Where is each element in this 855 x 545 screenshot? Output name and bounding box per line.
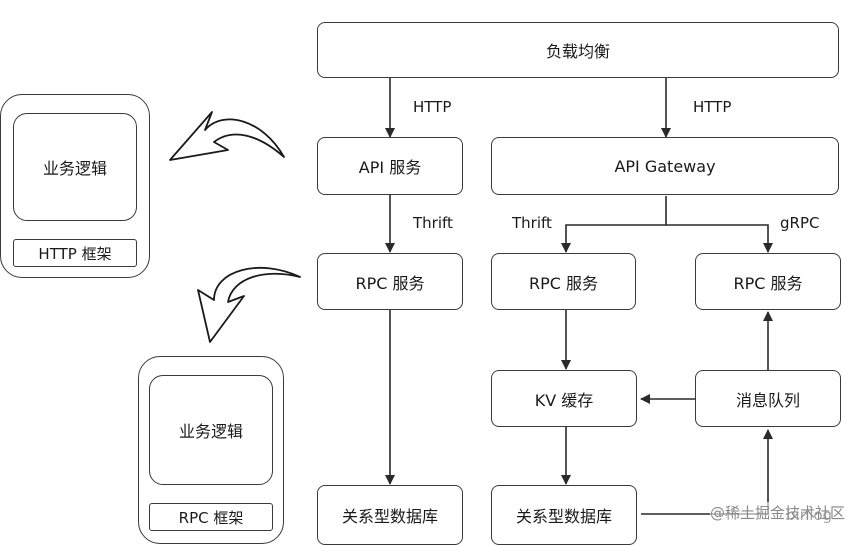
protocol-thrift-mid: Thrift bbox=[512, 214, 552, 232]
protocol-http-left: HTTP bbox=[413, 98, 452, 116]
rpc-service-mid-label: RPC 服务 bbox=[528, 273, 599, 293]
curved-arrow-top bbox=[169, 111, 285, 161]
rpc-framework-label: RPC 框架 bbox=[178, 508, 244, 527]
load-balancer-label: 负载均衡 bbox=[545, 42, 610, 61]
relational-db-left-label: 关系型数据库 bbox=[341, 507, 438, 526]
rpc-service-mid-box: RPC 服务 bbox=[491, 253, 636, 310]
rpc-service-right-label: RPC 服务 bbox=[733, 273, 803, 293]
protocol-thrift-left: Thrift bbox=[413, 214, 453, 232]
protocol-http-right: HTTP bbox=[693, 98, 732, 116]
api-service-box: API 服务 bbox=[317, 137, 463, 195]
kv-cache-box: KV 缓存 bbox=[491, 370, 637, 427]
http-framework-panel: 业务逻辑 HTTP 框架 bbox=[0, 94, 150, 278]
message-queue-box: 消息队列 bbox=[695, 370, 841, 427]
rpc-service-left-box: RPC 服务 bbox=[317, 253, 463, 310]
rpc-business-logic-box: 业务逻辑 bbox=[149, 375, 273, 485]
api-service-label: API 服务 bbox=[358, 158, 422, 177]
rpc-service-right-box: RPC 服务 bbox=[695, 253, 841, 310]
watermark: @稀土掘金技术社区 bbox=[709, 502, 845, 523]
relational-db-mid-box: 关系型数据库 bbox=[491, 485, 637, 545]
rpc-framework-box: RPC 框架 bbox=[149, 503, 273, 531]
http-business-logic-label: 业务逻辑 bbox=[42, 159, 107, 178]
relational-db-left-box: 关系型数据库 bbox=[317, 485, 463, 545]
kv-cache-label: KV 缓存 bbox=[534, 390, 594, 410]
api-gateway-label: API Gateway bbox=[614, 156, 716, 176]
rpc-business-logic-label: 业务逻辑 bbox=[178, 422, 243, 441]
message-queue-label: 消息队列 bbox=[735, 390, 800, 410]
rpc-framework-panel: 业务逻辑 RPC 框架 bbox=[138, 356, 284, 544]
curved-arrow-bottom bbox=[197, 266, 301, 343]
relational-db-mid-label: 关系型数据库 bbox=[515, 507, 612, 526]
http-framework-box: HTTP 框架 bbox=[13, 239, 137, 267]
http-business-logic-box: 业务逻辑 bbox=[13, 113, 137, 221]
protocol-grpc: gRPC bbox=[780, 214, 820, 232]
http-framework-label: HTTP 框架 bbox=[38, 244, 112, 263]
rpc-service-left-label: RPC 服务 bbox=[355, 273, 425, 293]
api-gateway-box: API Gateway bbox=[491, 137, 839, 195]
load-balancer-box: 负载均衡 bbox=[317, 22, 839, 78]
